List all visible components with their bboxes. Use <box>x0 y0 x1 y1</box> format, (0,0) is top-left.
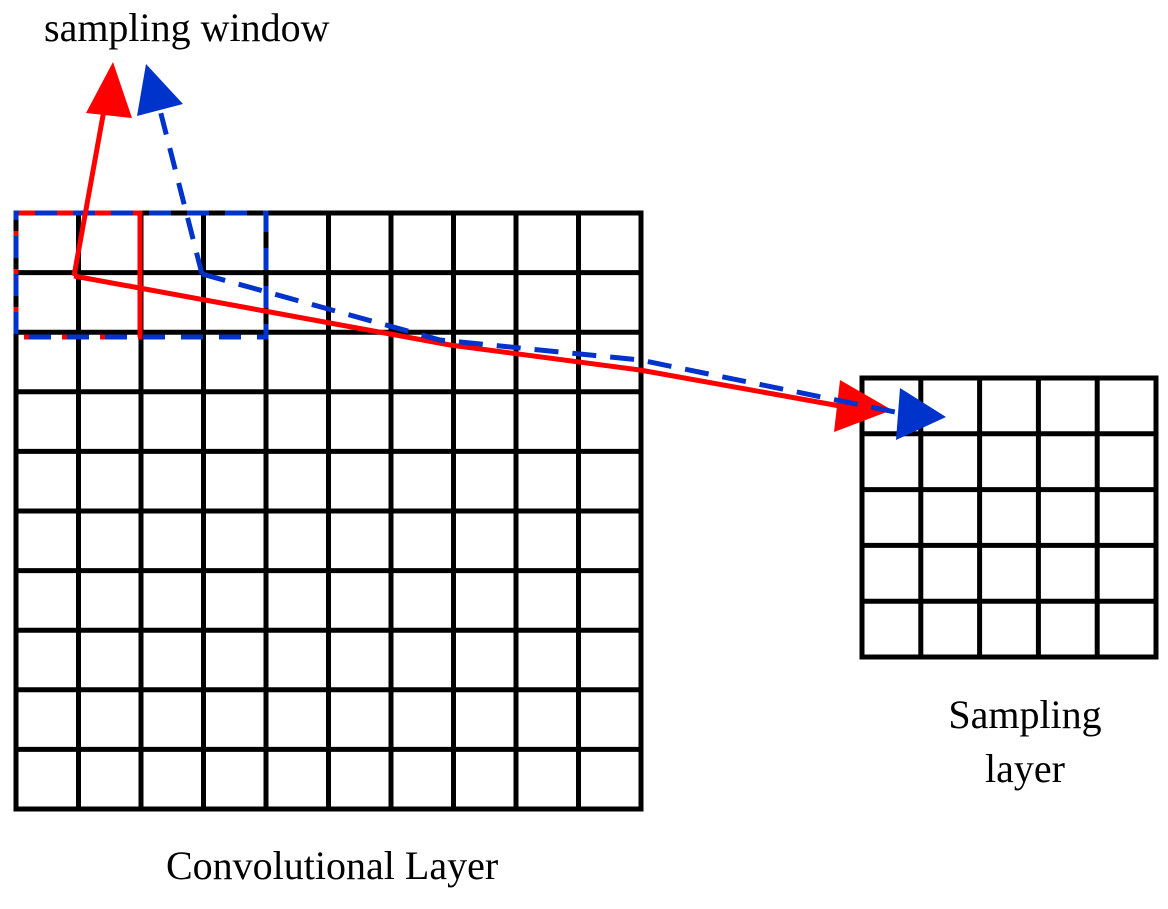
convolutional-layer-grid <box>13 210 644 812</box>
sampling-windows <box>13 210 269 340</box>
blue-arrowhead-up <box>137 64 183 116</box>
blue-arrowhead-right <box>896 388 946 440</box>
sampling-window-label: sampling window <box>44 5 330 50</box>
sampling-layer-label-line2: layer <box>985 746 1065 791</box>
convolutional-layer-label: Convolutional Layer <box>166 843 499 888</box>
blue-arrow-to-sampling-layer <box>201 271 896 415</box>
blue-window-outline <box>13 210 269 340</box>
red-arrow-to-label <box>71 109 107 277</box>
blue-arrow-to-label <box>157 109 205 275</box>
sampling-layer-label: Sampling layer <box>930 688 1120 796</box>
red-arrow-to-sampling-layer <box>73 273 841 409</box>
sampling-layer-grid <box>859 375 1159 660</box>
red-arrowhead-right <box>834 380 892 432</box>
sampling-layer-label-line1: Sampling <box>948 692 1102 737</box>
arrows <box>71 62 946 440</box>
red-arrowhead-up <box>86 62 132 118</box>
